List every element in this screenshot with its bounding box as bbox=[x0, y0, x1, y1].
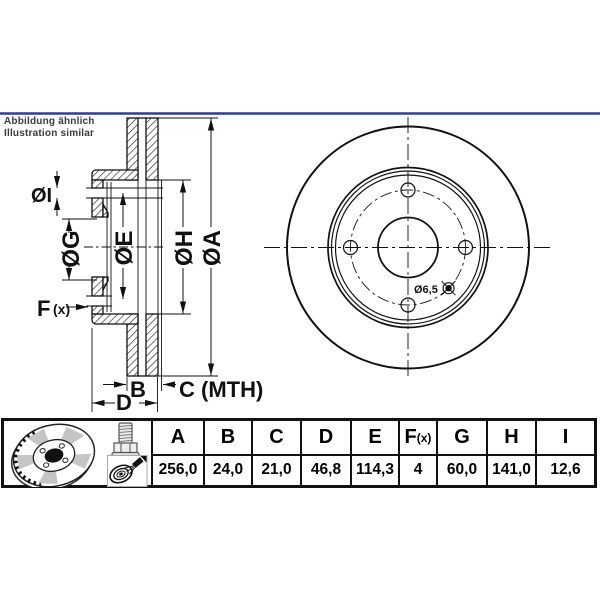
dim-label-b: B bbox=[130, 377, 146, 402]
dim-label-c: C (MTH) bbox=[179, 377, 263, 402]
col-e-header: E bbox=[352, 421, 398, 456]
note-line-de: Abbildung ähnlich bbox=[4, 116, 95, 127]
dim-label-i: ØI bbox=[31, 185, 52, 207]
bolt-hole bbox=[342, 239, 359, 256]
col-a-header: A bbox=[153, 421, 203, 456]
bolt-hole bbox=[400, 297, 416, 313]
col-g-header: G bbox=[438, 421, 486, 456]
bolt-icon bbox=[111, 422, 140, 459]
col-f-header: F(x) bbox=[400, 421, 436, 456]
locating-pin-hole bbox=[441, 280, 456, 296]
bolt-hole bbox=[400, 182, 416, 198]
dim-label-a: ØA bbox=[199, 230, 226, 266]
col-c-header: C bbox=[253, 421, 300, 456]
table-col-c: C 21,0 bbox=[251, 421, 300, 485]
col-e-value: 114,3 bbox=[356, 461, 394, 479]
dim-label-e: ØE bbox=[111, 231, 138, 266]
dim-label-d: D bbox=[116, 390, 132, 415]
part-icons-cell bbox=[4, 421, 151, 487]
dim-label-g: ØG bbox=[58, 230, 85, 267]
table-col-a: A 256,0 bbox=[151, 421, 203, 485]
col-b-header: B bbox=[205, 421, 251, 456]
dim-label-f-suffix: (x) bbox=[53, 301, 70, 317]
col-c-value: 21,0 bbox=[261, 461, 292, 479]
dim-label-h: ØH bbox=[171, 230, 198, 266]
col-d-header: D bbox=[302, 421, 350, 456]
col-i-header: I bbox=[537, 421, 594, 456]
bolt-hole bbox=[457, 239, 474, 256]
table-col-i: I 12,6 bbox=[535, 421, 594, 485]
col-b-value: 24,0 bbox=[212, 461, 244, 479]
center-bore bbox=[377, 216, 439, 279]
dim-label-f: F bbox=[37, 296, 50, 321]
table-col-f: F(x) 4 bbox=[398, 421, 436, 485]
table-col-g: G 60,0 bbox=[436, 421, 486, 485]
spray-coating-icon bbox=[107, 455, 148, 487]
col-g-value: 60,0 bbox=[446, 461, 478, 479]
col-h-value: 141,0 bbox=[492, 461, 531, 479]
table-col-b: B 24,0 bbox=[203, 421, 251, 485]
cross-section-view: ØI ØG ØE ØH ØA F (x) B C (MTH) D bbox=[31, 117, 263, 415]
table-col-e: E 114,3 bbox=[350, 421, 398, 485]
front-view: Ø6,5 bbox=[264, 117, 551, 379]
col-f-value: 4 bbox=[413, 461, 423, 479]
dimensions-table: A 256,0 B 24,0 C 21,0 D 46,8 E 114,3 F(x… bbox=[1, 418, 597, 488]
bolt-circle bbox=[350, 189, 466, 306]
similar-note: Abbildung ähnlich Illustration similar bbox=[4, 116, 95, 140]
brake-disc-icon bbox=[10, 423, 96, 487]
table-col-h: H 141,0 bbox=[486, 421, 535, 485]
col-h-header: H bbox=[488, 421, 535, 456]
col-d-value: 46,8 bbox=[310, 461, 342, 479]
pin-hole-label: Ø6,5 bbox=[414, 284, 438, 296]
table-col-d: D 46,8 bbox=[300, 421, 350, 485]
col-a-value: 256,0 bbox=[158, 461, 198, 479]
note-line-en: Illustration similar bbox=[4, 128, 95, 139]
col-i-value: 12,6 bbox=[550, 461, 581, 479]
